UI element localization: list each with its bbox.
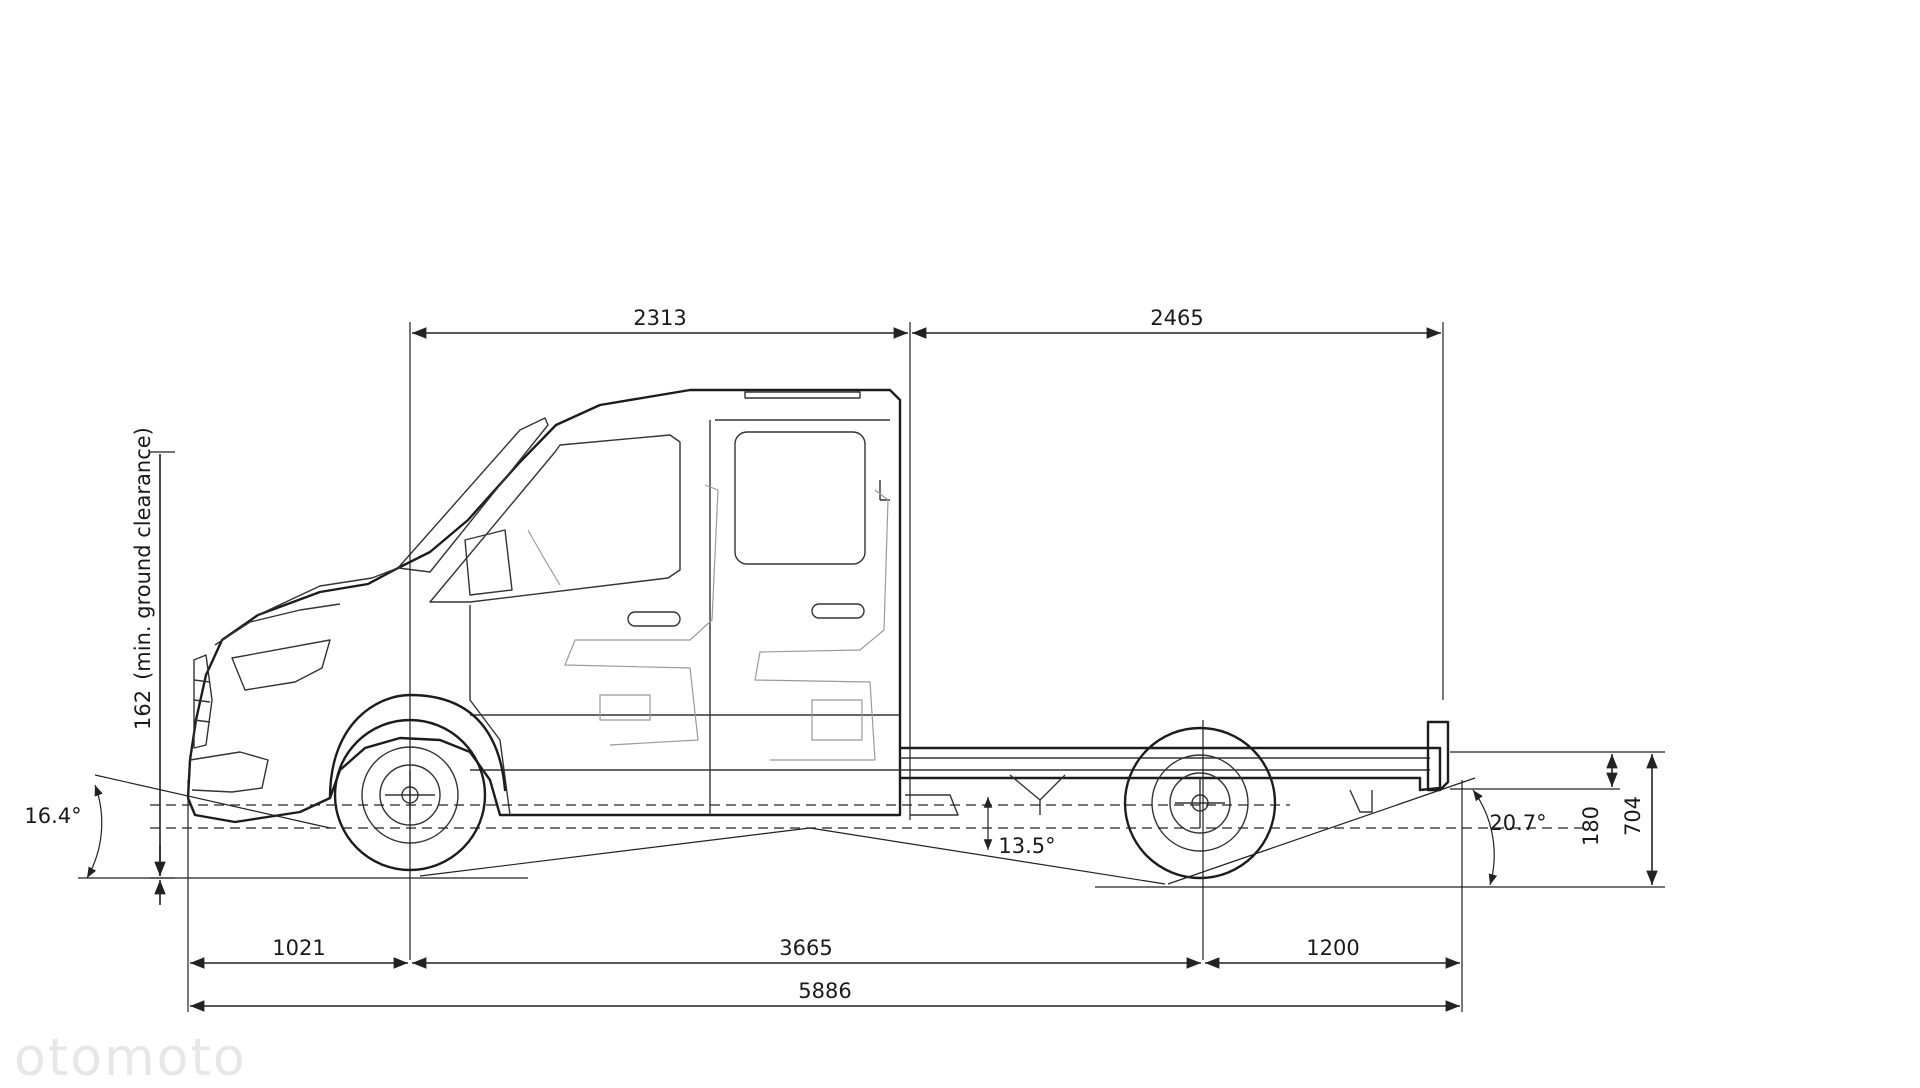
watermark: otomoto [14,1028,247,1088]
battery-box [599,694,651,721]
reference-lines [78,322,1665,1012]
front-door-handle [627,611,681,627]
chassis-frame [898,746,1442,792]
rear-door-handle [811,603,865,619]
front-wheel-arch [328,693,507,800]
label-departure-angle: 20.7° [1489,811,1546,835]
label-2465: 2465 [1150,306,1203,330]
label-2313: 2313 [633,306,686,330]
label-180: 180 [1579,806,1603,846]
chassis-rails [900,757,1430,771]
hood-crease [214,603,341,646]
side-beltline [470,714,900,771]
front-door-outline [469,420,711,816]
rear-suspension [1009,774,1066,815]
front-seat [564,484,719,746]
front-door-window [429,434,681,603]
windscreen [397,417,549,573]
grille [193,654,213,749]
rear-underrun [1349,789,1373,813]
label-3665: 3665 [779,936,832,960]
dimension-labels: 2313 2465 1021 3665 1200 5886 16.4° 13.5… [24,306,1645,1003]
angle-lines [86,774,1498,886]
label-5886: 5886 [798,979,851,1003]
label-approach-angle: 16.4° [24,804,81,828]
roof-rail [744,391,861,399]
hood-line [257,567,399,616]
label-ramp-angle: 13.5° [998,834,1055,858]
rear-wheel [1123,726,1277,880]
label-162: 162(min. ground clearance) [131,427,155,730]
label-704: 704 [1621,796,1645,836]
rear-seat [754,489,889,761]
front-bumper [189,751,269,793]
label-1200: 1200 [1306,936,1359,960]
cab-body [186,388,902,824]
steering-wheel [527,529,561,586]
label-1021: 1021 [272,936,325,960]
side-mirror [464,529,513,596]
dimension-lines [154,327,1658,1012]
rear-door-window [734,431,866,565]
rear-light [1426,720,1450,792]
storage-box [811,699,863,741]
headlamp [231,639,331,691]
